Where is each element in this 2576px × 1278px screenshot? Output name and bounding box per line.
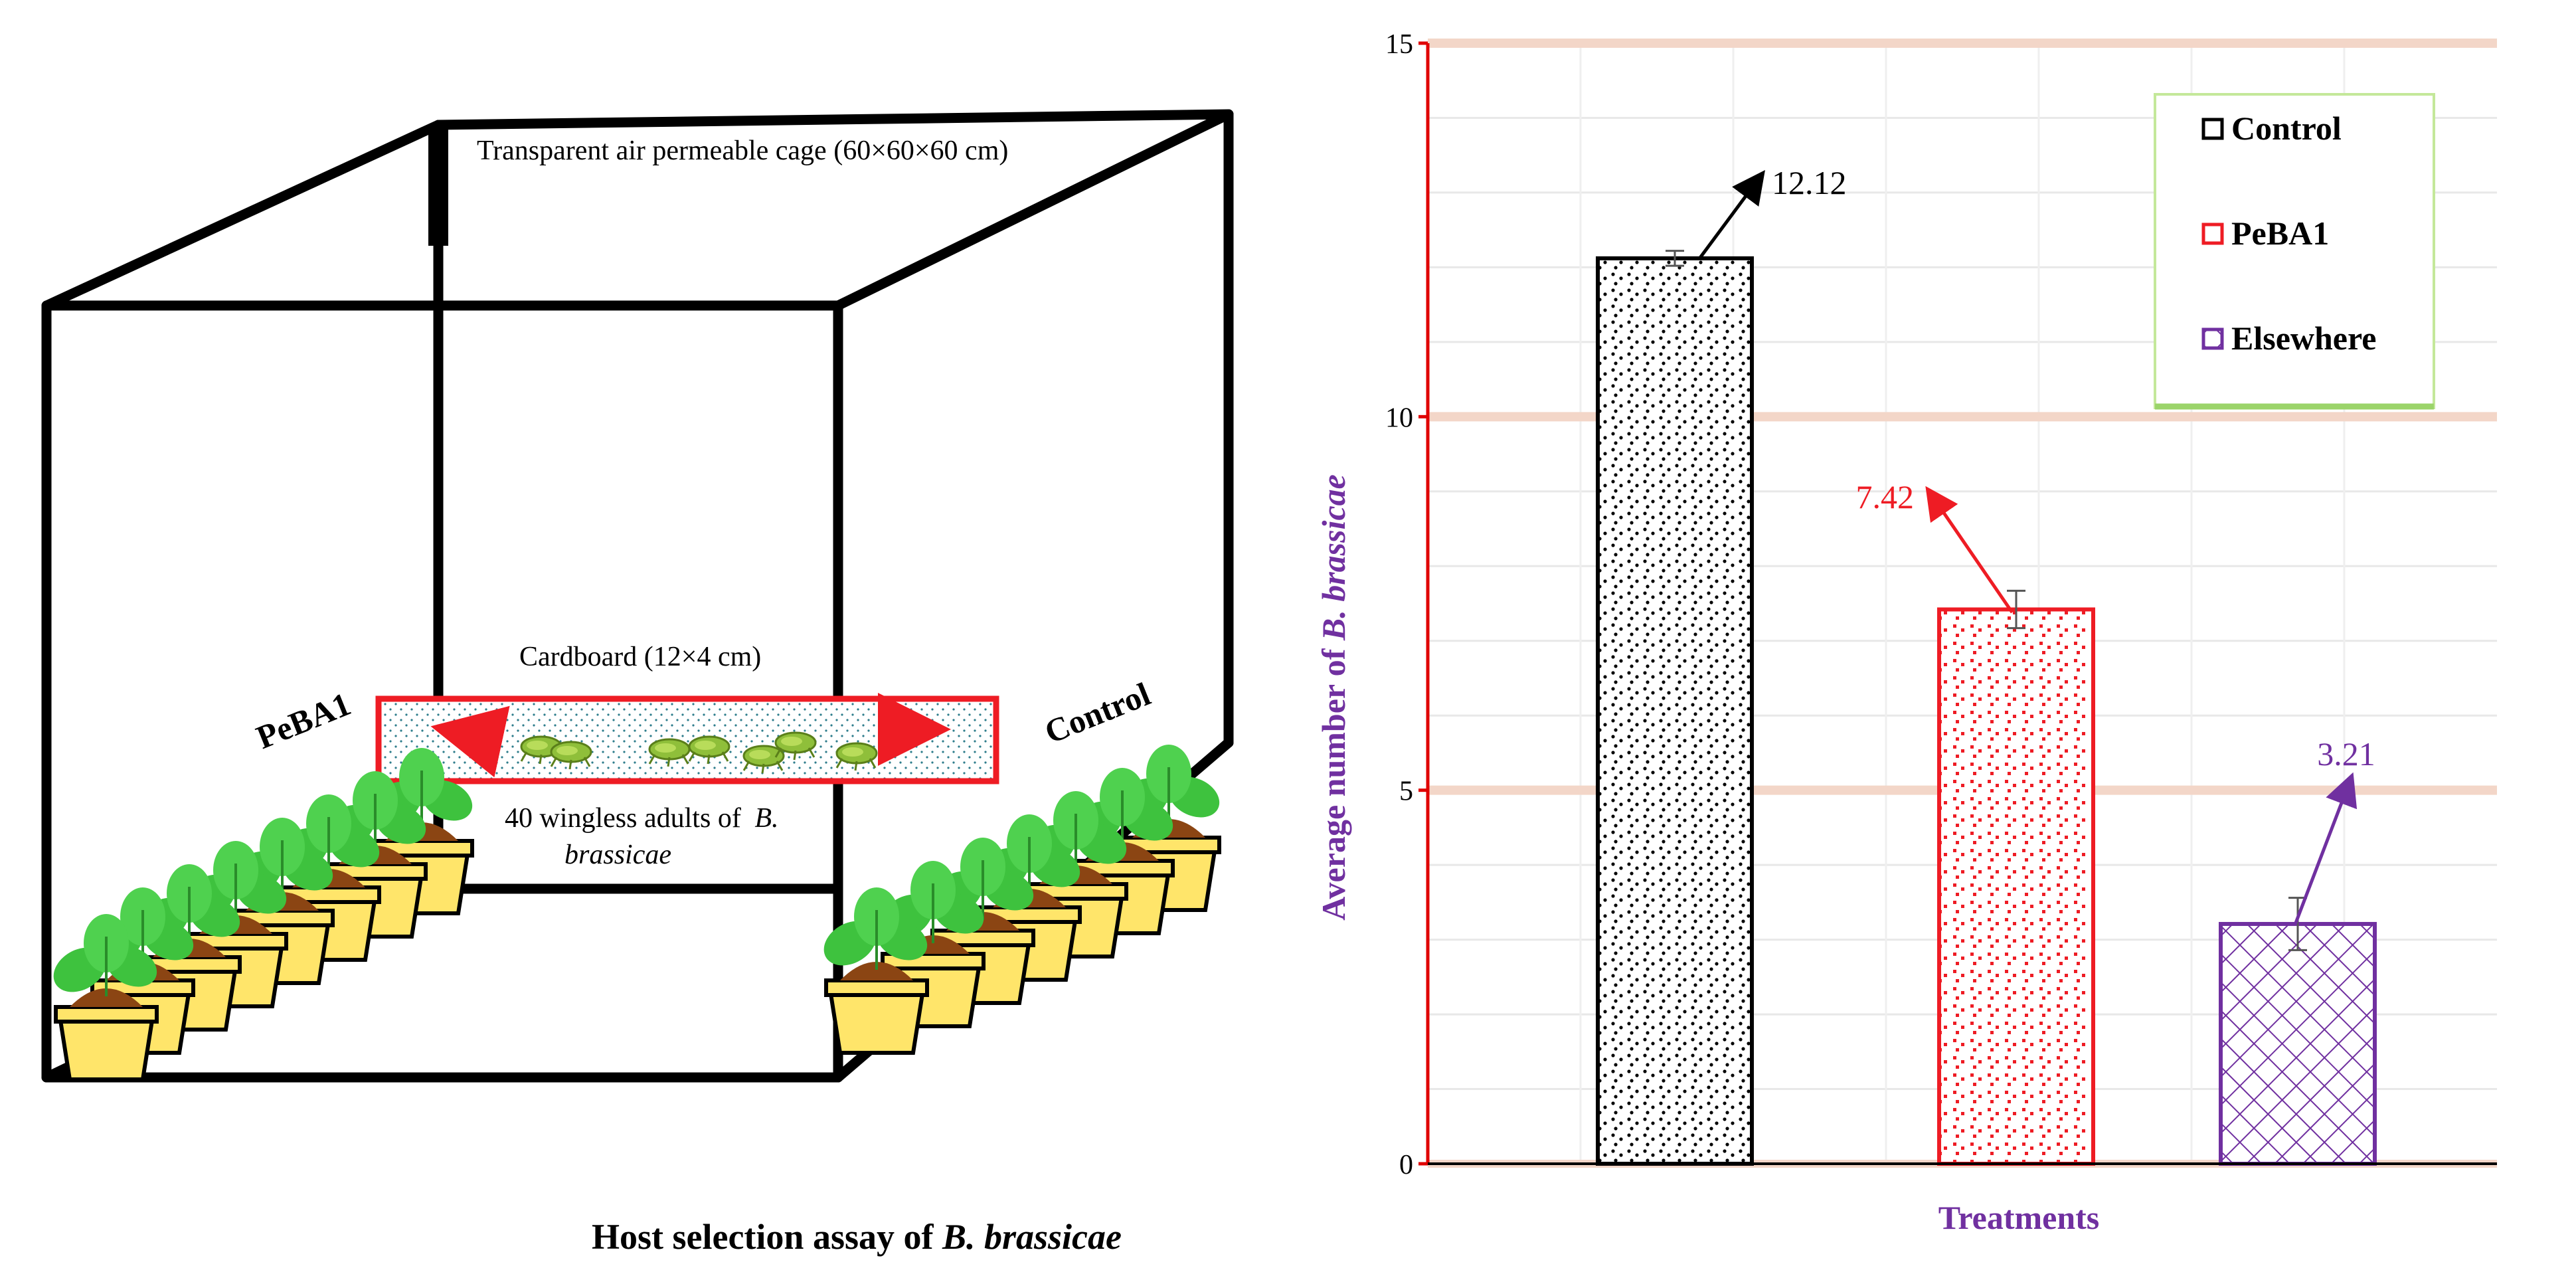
y-axis-title-prefix: Average number of — [1315, 640, 1352, 921]
caption-italic: B. brassicae — [942, 1217, 1122, 1257]
caption: Host selection assay of B. brassicae — [592, 1217, 1122, 1257]
cardboard-label: Cardboard (12×4 cm) — [519, 642, 761, 672]
legend-swatch — [2201, 223, 2224, 245]
data-label: 3.21 — [2317, 735, 2375, 773]
x-axis-title: Treatments — [1938, 1199, 2100, 1236]
data-label: 7.42 — [1856, 478, 1915, 515]
y-axis-title: Average number of B. brassicae — [1315, 474, 1352, 921]
data-label-arrow-icon — [1698, 169, 1765, 259]
cage-label: Transparent air permeable cage (60×60×60… — [477, 136, 1008, 166]
data-label-arrow-icon — [1925, 486, 2014, 614]
y-tick-label: 15 — [1385, 29, 1413, 60]
bars-layer — [1596, 250, 2377, 1166]
right-group-label: Control — [1039, 675, 1156, 751]
legend-label: PeBA1 — [2231, 215, 2329, 252]
adults-label-line2: brassicae — [564, 840, 671, 870]
data-labels-layer: 12.12 7.42 3.21 — [1698, 164, 2375, 925]
legend-swatch — [2201, 118, 2224, 140]
bar-elsewhere — [2219, 921, 2377, 1166]
data-label: 12.12 — [1772, 164, 1847, 201]
adults-label-italic1: B. — [754, 803, 778, 834]
bar-peba1 — [1937, 607, 2095, 1166]
bar-control — [1596, 256, 1754, 1166]
adults-label: 40 wingless adults of B. — [505, 803, 778, 834]
peba1-plants — [46, 748, 479, 1079]
bar-chart: 0 5 10 15 12.12 7.42 3.21 Average number of B… — [1315, 29, 2497, 1236]
y-tick-label: 0 — [1399, 1150, 1413, 1180]
axis-layer: 0 5 10 15 — [1385, 29, 2497, 1180]
legend-label: Control — [2231, 110, 2342, 147]
adults-label-line1: 40 wingless adults of — [505, 803, 741, 834]
y-axis-title-italic: B. brassicae — [1315, 474, 1352, 641]
y-tick-label: 5 — [1399, 776, 1413, 807]
legend-label: Elsewhere — [2231, 320, 2376, 357]
data-label-arrow-icon — [2293, 772, 2358, 925]
arrow-left-icon — [430, 705, 510, 778]
caption-prefix: Host selection assay of — [592, 1217, 942, 1257]
legend-swatch — [2201, 327, 2224, 350]
control-plants — [816, 745, 1226, 1053]
left-group-label: PeBA1 — [251, 685, 355, 756]
cage-diagram: Transparent air permeable cage (60×60×60… — [41, 109, 1234, 1257]
cardboard-strip — [375, 693, 999, 784]
y-tick-label: 10 — [1385, 403, 1413, 433]
